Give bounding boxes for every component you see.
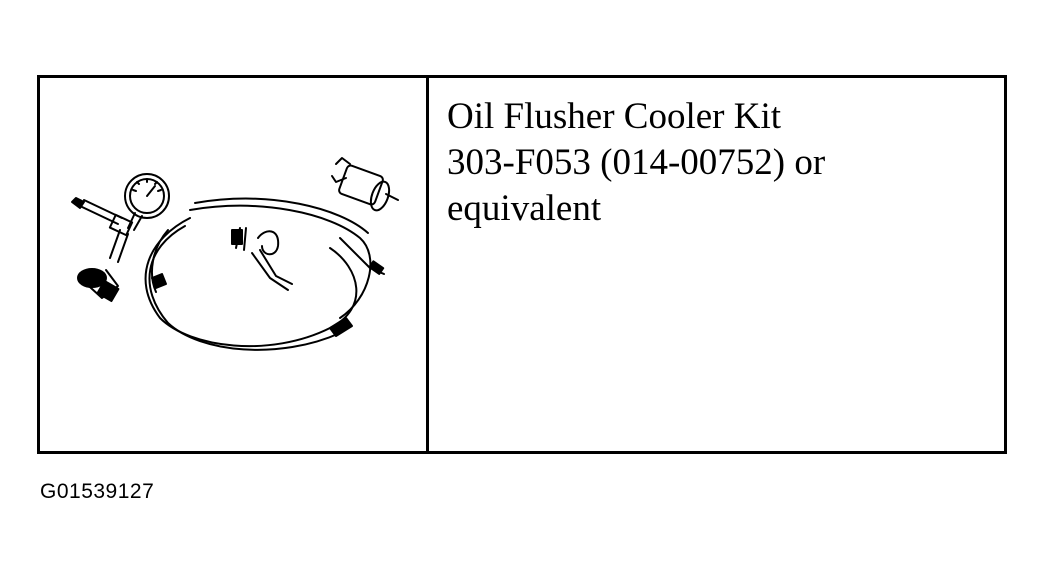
tool-illustration-cell [40,78,426,451]
pressure-gauge-icon [124,173,170,231]
figure-id: G01539127 [40,480,155,503]
oil-flusher-cooler-kit-illustration [71,157,399,351]
description-line-3: equivalent [447,188,602,229]
hose-connector-icon [231,227,293,291]
adapter-fitting-icon [71,197,134,303]
description-line-1: Oil Flusher Cooler Kit [447,96,782,137]
filter-canister-icon [331,157,399,212]
tool-description: Oil Flusher Cooler Kit 303-F053 (014-007… [447,94,987,232]
column-divider [426,78,429,451]
description-line-2: 303-F053 (014-00752) or [447,142,826,183]
hose-coil-icon [144,197,385,351]
tool-table: Oil Flusher Cooler Kit 303-F053 (014-007… [37,75,1007,454]
